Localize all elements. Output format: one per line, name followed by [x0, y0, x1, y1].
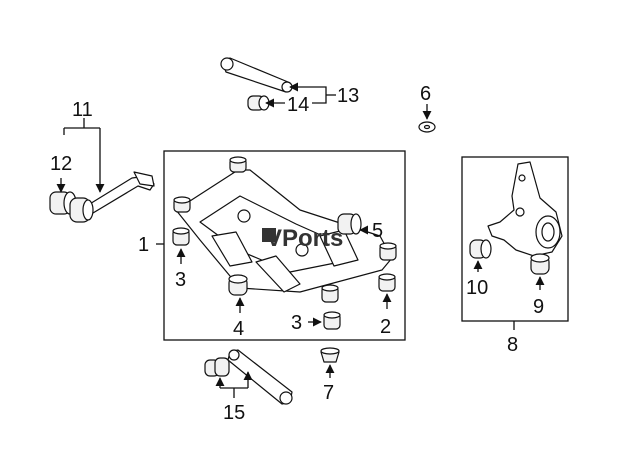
bushing-4 [228, 274, 248, 296]
lower-arm [227, 349, 293, 405]
callout-6: 6 [420, 83, 431, 105]
callout-4: 4 [233, 318, 244, 340]
callout-9: 9 [533, 296, 544, 318]
callout-5: 5 [372, 220, 383, 242]
frame-bushing-left [173, 196, 191, 213]
callout-13: 13 [337, 85, 359, 107]
vports-watermark: VPorts [262, 225, 343, 252]
bushing-9 [530, 253, 550, 275]
callout-12: 12 [50, 153, 72, 175]
bushing-10 [469, 239, 492, 259]
washer-6 [418, 121, 436, 133]
callout-11: 11 [72, 99, 93, 121]
bushing-2 [378, 273, 396, 292]
bushing-14 [247, 95, 270, 111]
callout-15: 15 [223, 402, 245, 424]
upper-lateral-arm [220, 57, 293, 93]
callout-10: 10 [466, 277, 488, 299]
bushing-15 [204, 357, 230, 377]
callout-2: 2 [380, 316, 391, 338]
knuckle-box [461, 156, 569, 322]
frame-bushing-top [229, 156, 247, 173]
callout-8: 8 [507, 334, 518, 356]
callout-7: 7 [323, 382, 334, 404]
bushing-3-left [172, 227, 190, 246]
crossmember-box [163, 150, 406, 341]
callout-3-left: 3 [175, 269, 186, 291]
trailing-arm [79, 171, 155, 217]
callout-3-bottom: 3 [291, 312, 302, 334]
watermark-text: VPorts [266, 225, 343, 252]
bushing-5 [337, 213, 362, 235]
frame-bushing-right [379, 242, 397, 261]
bushing-7 [320, 347, 340, 363]
callout-1: 1 [138, 234, 149, 256]
callout-14: 14 [287, 94, 309, 116]
rear-knuckle [487, 161, 563, 257]
bushing-3-bottom [323, 311, 341, 330]
bushing-12 [49, 191, 94, 223]
frame-bushing-bottom [321, 284, 339, 303]
